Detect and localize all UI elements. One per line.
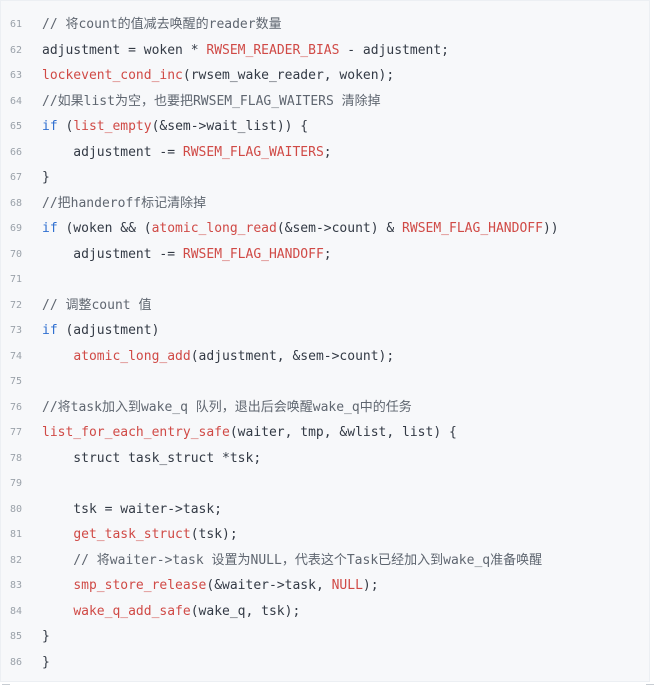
code-text: adjustment -= RWSEM_FLAG_HANDOFF; <box>42 247 332 262</box>
code-text: //如果list为空，也要把RWSEM_FLAG_WAITERS 清除掉 <box>42 94 381 109</box>
line-number: 78 <box>10 453 23 464</box>
line-number: 71 <box>10 274 23 285</box>
code-text: // 将waiter->task 设置为NULL，代表这个Task已经加入到wa… <box>42 553 543 568</box>
code-text: if (list_empty(&sem->wait_list)) { <box>42 119 309 134</box>
code-text: } <box>42 655 50 670</box>
code-text: // 调整count 值 <box>42 298 152 313</box>
code-text: smp_store_release(&waiter->task, NULL); <box>73 578 379 593</box>
line-number: 66 <box>10 147 23 158</box>
code-text: wake_q_add_safe(wake_q, tsk); <box>73 604 301 619</box>
line-number: 80 <box>10 504 23 515</box>
line-number: 65 <box>10 121 23 132</box>
code-text: lockevent_cond_inc(rwsem_wake_reader, wo… <box>42 68 395 83</box>
code-text: //将task加入到wake_q 队列，退出后会唤醒wake_q中的任务 <box>42 400 412 415</box>
line-number: 81 <box>10 529 23 540</box>
line-number: 86 <box>10 657 23 668</box>
line-number: 85 <box>10 631 23 642</box>
code-text: if (adjustment) <box>42 323 160 338</box>
line-number: 63 <box>10 70 23 81</box>
line-number: 73 <box>10 325 23 336</box>
line-number: 62 <box>10 45 23 56</box>
code-text: get_task_struct(tsk); <box>73 527 238 542</box>
line-number: 74 <box>10 351 23 362</box>
line-number: 72 <box>10 300 23 311</box>
line-number: 70 <box>10 249 23 260</box>
line-number: 67 <box>10 172 23 183</box>
line-number: 64 <box>10 96 23 107</box>
code-text: adjustment -= RWSEM_FLAG_WAITERS; <box>42 145 332 160</box>
code-text: // 将count的值减去唤醒的reader数量 <box>42 17 282 32</box>
code-text: atomic_long_add(adjustment, &sem->count)… <box>73 349 395 364</box>
line-number: 83 <box>10 580 23 591</box>
code-text: if (woken && (atomic_long_read(&sem->cou… <box>42 221 559 236</box>
code-text: tsk = waiter->task; <box>42 502 223 517</box>
code-text: struct task_struct *tsk; <box>42 451 262 466</box>
code-text: adjustment = woken * RWSEM_READER_BIAS -… <box>42 43 450 58</box>
line-number: 76 <box>10 402 23 413</box>
line-number: 69 <box>10 223 23 234</box>
line-number: 77 <box>10 427 23 438</box>
line-number: 84 <box>10 606 23 617</box>
line-number: 75 <box>10 376 23 387</box>
line-number: 61 <box>10 19 23 30</box>
line-number: 68 <box>10 198 23 209</box>
code-text: //把handeroff标记清除掉 <box>42 196 207 211</box>
code-text: } <box>42 170 50 185</box>
line-number: 82 <box>10 555 23 566</box>
line-number: 79 <box>10 478 23 489</box>
code-text: list_for_each_entry_safe(waiter, tmp, &w… <box>42 425 457 440</box>
code-text: } <box>42 629 50 644</box>
divider <box>646 684 654 685</box>
divider <box>2 684 10 685</box>
